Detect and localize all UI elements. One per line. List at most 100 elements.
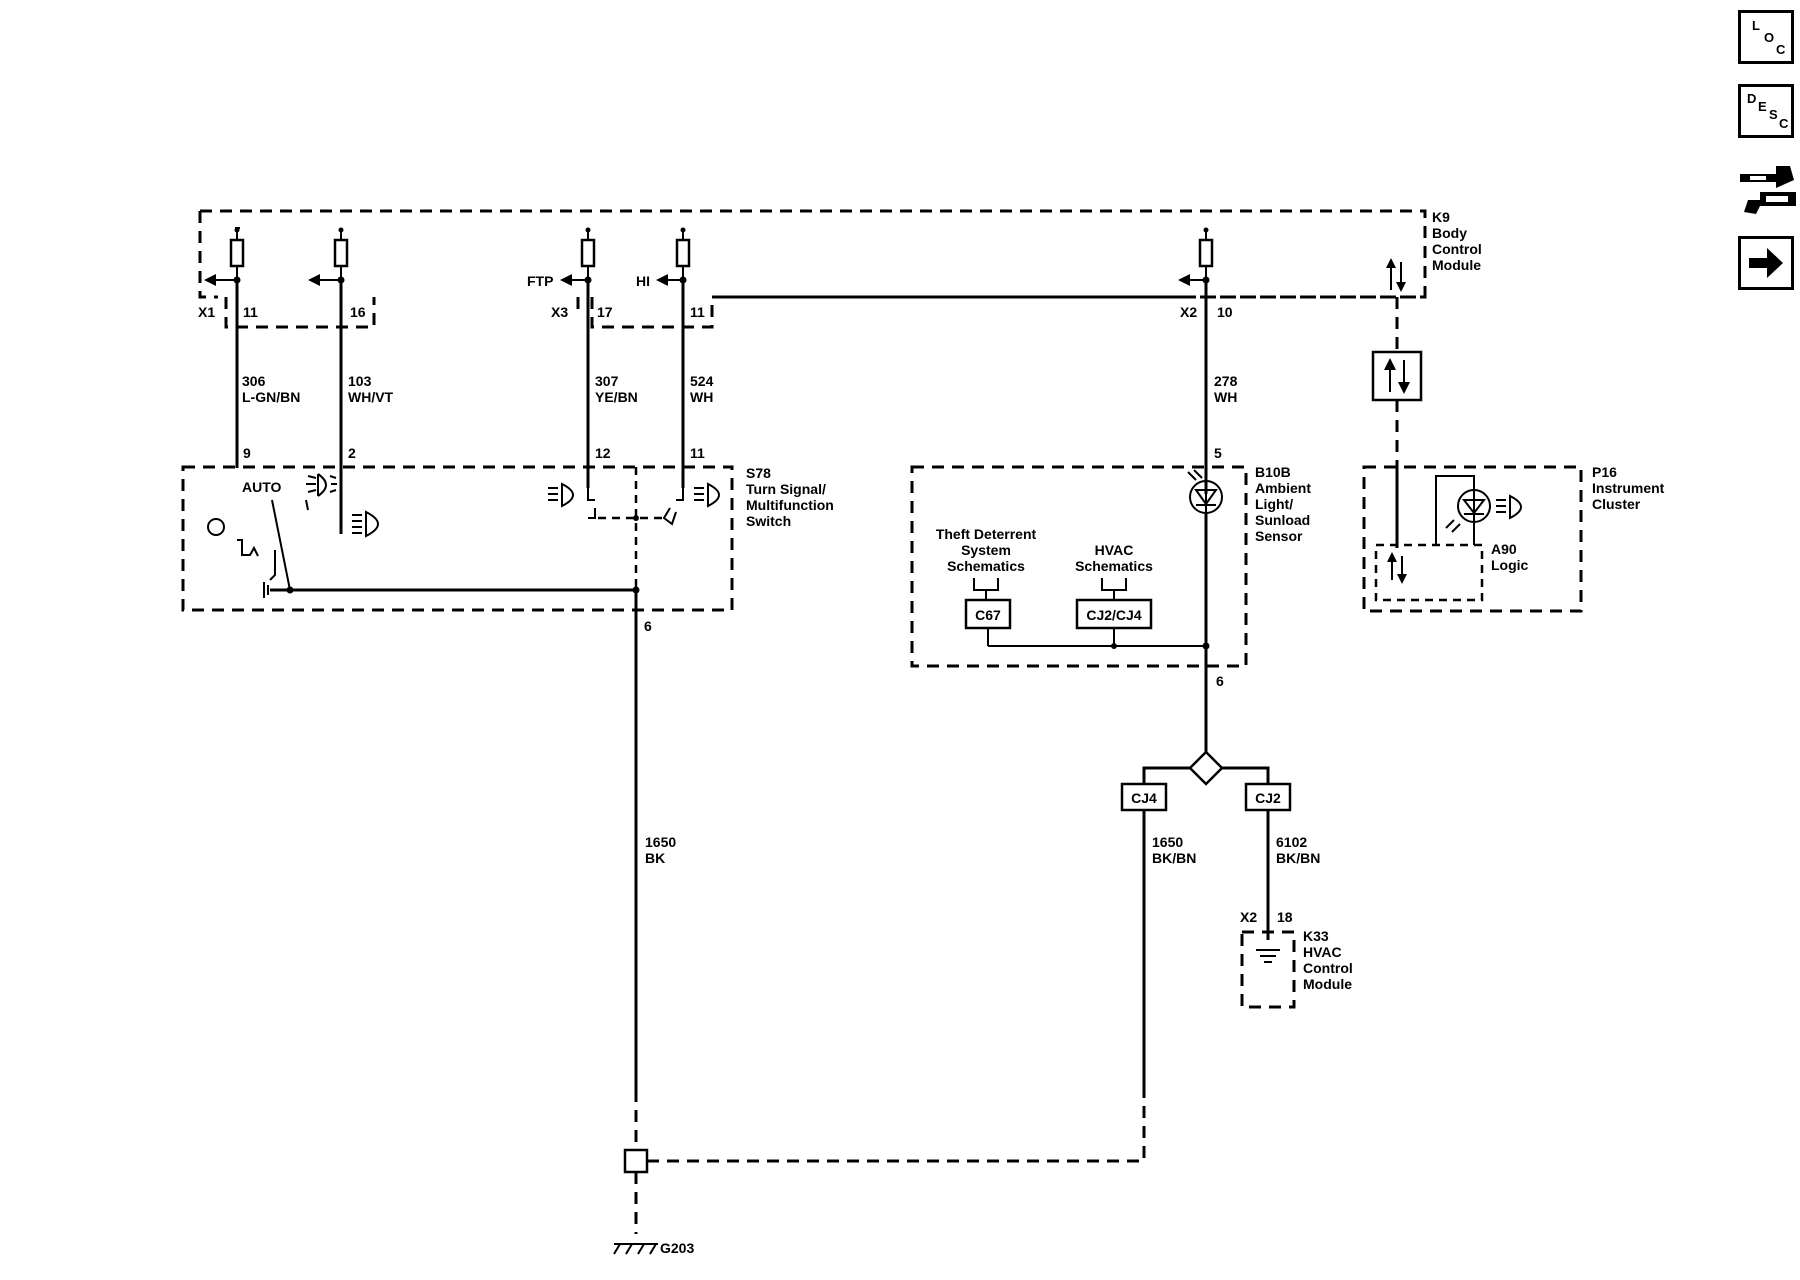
pin-s78-11: 11 <box>690 445 705 461</box>
wire-1650b-number: 1650 <box>1152 834 1183 850</box>
wire-524-number: 524 <box>690 373 714 389</box>
hvac-ref-line2: Schematics <box>1075 558 1153 574</box>
desc-letter-s: S <box>1769 107 1778 122</box>
k33-label-line2: Control <box>1303 960 1353 976</box>
loc-letter-c: C <box>1776 42 1786 57</box>
description-button[interactable]: D E S C <box>1738 84 1794 138</box>
high-beam-indicator-icon <box>1496 494 1522 520</box>
connector-wrench-icon <box>1740 166 1796 214</box>
pin-s78-2: 2 <box>348 445 356 461</box>
next-page-button[interactable] <box>1738 236 1794 290</box>
theft-deterrent-reference[interactable]: Theft Deterrent System Schematics C67 <box>936 526 1037 646</box>
pin-s78-12: 12 <box>595 445 611 461</box>
wire-278-number: 278 <box>1214 373 1238 389</box>
wire-524: 524 WH 11 <box>681 280 714 488</box>
p16-label-line1: Instrument <box>1592 480 1665 496</box>
wire-103-number: 103 <box>348 373 372 389</box>
wire-306-number: 306 <box>242 373 266 389</box>
pin-s78-9: 9 <box>243 445 251 461</box>
wire-524-color: WH <box>690 389 713 405</box>
cj2-cj4-label: CJ2/CJ4 <box>1086 607 1141 623</box>
hvac-ref-line1: HVAC <box>1095 542 1134 558</box>
k9-label-line3: Module <box>1432 257 1481 273</box>
theft-ref-line3: Schematics <box>947 558 1025 574</box>
connector-x3-label: X3 <box>551 304 568 320</box>
k9-input-103 <box>308 227 349 286</box>
k9-serial-data-arrows-icon <box>1386 258 1406 292</box>
k9-input-306 <box>204 227 245 286</box>
k33-label: K33 <box>1303 928 1329 944</box>
k9-input-307-ftp: FTP <box>527 227 596 289</box>
ground-splice <box>623 1148 649 1174</box>
b10b-label-line1: Ambient <box>1255 480 1311 496</box>
pin-k9-x1-16: 16 <box>350 304 366 320</box>
wire-1650-number: 1650 <box>645 834 676 850</box>
wire-307-color: YE/BN <box>595 389 638 405</box>
desc-letter-d: D <box>1747 91 1757 106</box>
ground-g203: G203 <box>613 1240 694 1256</box>
pin-k33-18: 18 <box>1277 909 1293 925</box>
k9-label: K9 <box>1432 209 1450 225</box>
wire-1650-color: BK <box>645 850 665 866</box>
k9-input-278 <box>1178 227 1214 286</box>
pin-k9-x2-10: 10 <box>1217 304 1233 320</box>
k9-input-524-hi: HI <box>636 227 691 289</box>
theft-ref-line2: System <box>961 542 1011 558</box>
serial-data-link <box>1371 297 1423 465</box>
k33-connector-label: X2 <box>1240 909 1257 925</box>
s78-label-line3: Switch <box>746 513 791 529</box>
connector-x2-label: X2 <box>1180 304 1197 320</box>
k33-hvac-control-module: X2 18 K33 HVAC Control Module <box>1240 909 1353 1009</box>
wire-306-color: L-GN/BN <box>242 389 300 405</box>
s78-label-line1: Turn Signal/ <box>746 481 826 497</box>
connector-x1-label: X1 <box>198 304 215 320</box>
a90-logic-box <box>1374 543 1484 602</box>
p16-label-line2: Cluster <box>1592 496 1641 512</box>
splice-cj2 <box>1244 782 1292 812</box>
c67-label: C67 <box>975 607 1001 623</box>
k9-body-control-module: K9 Body Control Module X1 X3 X2 11 16 17… <box>198 209 1482 329</box>
wire-103-color: WH/VT <box>348 389 394 405</box>
b10b-label-line4: Sensor <box>1255 528 1303 544</box>
s78-turn-signal-switch: S78 Turn Signal/ Multifunction Switch AU… <box>181 465 834 1090</box>
wire-307-number: 307 <box>595 373 619 389</box>
k9-label-line1: Body <box>1432 225 1467 241</box>
hvac-schematics-reference[interactable]: HVAC Schematics CJ2/CJ4 <box>1075 542 1153 649</box>
headlamp-flash-icon <box>548 482 574 508</box>
connector-repair-icon-button[interactable] <box>1736 158 1798 220</box>
b10b-label-line2: Light/ <box>1255 496 1293 512</box>
indicator-led-icon <box>1445 489 1491 533</box>
headlamp-low-icon <box>352 510 379 538</box>
wire-1650-bk: 1650 BK <box>623 834 1146 1234</box>
pin-s78-6: 6 <box>644 618 652 634</box>
s78-label: S78 <box>746 465 771 481</box>
loc-letter-l: L <box>1752 18 1760 33</box>
s78-label-line2: Multifunction <box>746 497 834 513</box>
g203-label: G203 <box>660 1240 694 1256</box>
pin-b10b-5: 5 <box>1214 445 1222 461</box>
ftp-label: FTP <box>527 273 553 289</box>
wire-1650b-color: BK/BN <box>1152 850 1196 866</box>
wire-6102-number: 6102 <box>1276 834 1307 850</box>
wire-306: 306 L-GN/BN 9 <box>235 280 300 468</box>
a90-label-line1: Logic <box>1491 557 1529 573</box>
p16-label: P16 <box>1592 464 1617 480</box>
cj2-label: CJ2 <box>1255 790 1281 806</box>
loc-letter-o: O <box>1764 30 1775 45</box>
drl-icon <box>305 473 337 511</box>
p16-instrument-cluster: P16 Instrument Cluster A90 Logic <box>1362 464 1665 613</box>
a90-label: A90 <box>1491 541 1517 557</box>
desc-letter-c: C <box>1779 116 1789 131</box>
serial-data-link-icon <box>1371 350 1423 402</box>
arrow-right-icon <box>1749 248 1783 278</box>
pin-b10b-6: 6 <box>1216 673 1224 689</box>
b10b-label-line3: Sunload <box>1255 512 1310 528</box>
wire-103: 103 WH/VT 2 <box>339 280 394 534</box>
hi-label: HI <box>636 273 650 289</box>
location-button[interactable]: L O C <box>1738 10 1794 64</box>
wire-278-color: WH <box>1214 389 1237 405</box>
pin-k9-x3-17: 17 <box>597 304 613 320</box>
off-position-icon <box>207 518 225 536</box>
k9-label-line2: Control <box>1432 241 1482 257</box>
